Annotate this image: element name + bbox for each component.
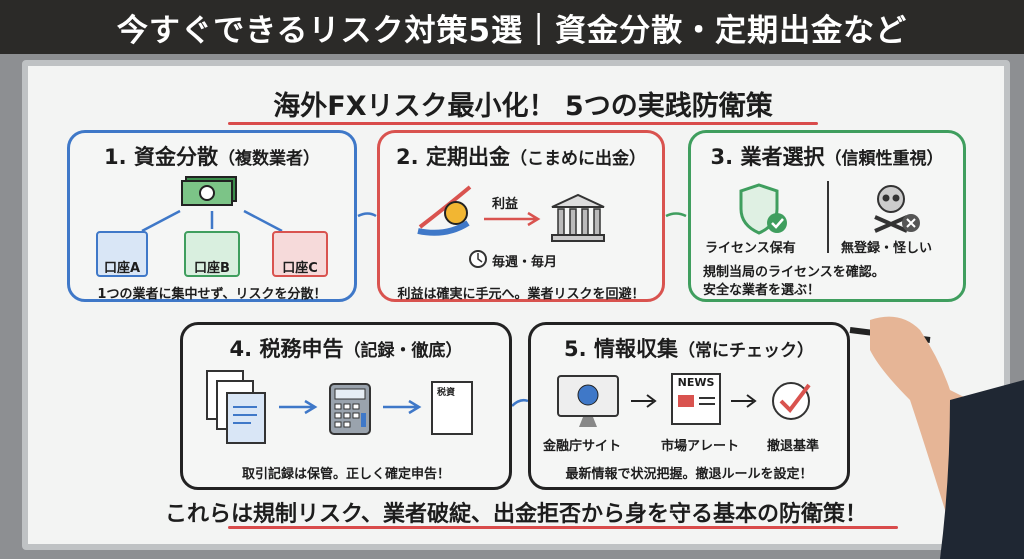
section-tax-filing: 4. 税務申告（記録・徹底） 税資 取引記録は保管。正しく確定申告！ [180,322,512,490]
news-icon: NEWS [671,373,721,425]
licensed-label: ライセンス保有 [705,241,796,256]
banner-title: 今すぐできるリスク対策5選｜資金分散・定期出金など [0,0,1024,54]
profit-label: 利益 [492,197,519,212]
section-caption-2: 安全な業者を選ぶ！ [703,283,821,298]
bank-icon [551,193,605,242]
section-heading: 5. 情報収集 [564,337,678,361]
section-information-gathering: 5. 情報収集（常にチェック） NEWS 金融庁サイト 市場アレート 撤退基準 … [528,322,850,490]
documents-icon [206,370,266,444]
footer-message: これらは規制リスク、業者破綻、出金拒否から身を守る基本の防衛策！ [164,502,868,527]
section-caption: 最新情報で状況把握。撤退ルールを設定！ [565,467,813,482]
section-heading: 3. 業者選択 [710,145,825,169]
distribution-arrows [141,209,283,233]
arrow-icon [631,394,657,408]
divider [827,181,829,253]
account-a-card: 口座A [96,231,148,277]
section-caption: 1つの業者に集中せず、リスクを分散！ [97,287,327,302]
calculator-icon [329,383,371,435]
section-heading: 1. 資金分散 [104,145,218,169]
section-caption: 利益は確実に手元へ。業者リスクを回避！ [397,287,645,302]
arrow-icon [383,399,422,415]
section-caption: 規制当局のライセンスを確認。 [703,265,885,280]
section-heading: 2. 定期出金 [396,145,510,169]
section-heading: 4. 税務申告 [229,337,344,361]
section-caption: 取引記録は保管。正しく確定申告！ [241,467,450,482]
market-alert-label: 市場アレート [661,439,740,454]
tax-form-icon: 税資 [431,381,473,435]
fsa-site-label: 金融庁サイト [543,439,622,454]
cash-icon [181,176,237,206]
arrow-icon [279,399,318,415]
section-broker-selection: 3. 業者選択（信頼性重視） ライセンス保有 無登録・怪しい 規制当局のライセン… [688,130,966,302]
section-regular-withdrawal: 2. 定期出金（こまめに出金） 利益 毎週・毎月 利益は確実に手元へ。業者リスク… [377,130,665,302]
arrow-icon [731,394,757,408]
shield-check-icon [739,183,787,235]
section-fund-diversification: 1. 資金分散（複数業者） 口座A 口座B 口座C 1つの業者に集中せず、リスク… [67,130,357,302]
unregistered-label: 無登録・怪しい [841,241,933,256]
arrow-icon [484,211,541,227]
board-title: 海外FXリスク最小化！ 5つの実践防衛策 [273,91,773,122]
check-circle-icon [772,382,811,420]
presenter-hand [849,316,1024,559]
clock-icon [469,250,487,268]
title-underline [228,122,818,125]
frequency-label: 毎週・毎月 [492,255,558,270]
footer-underline [228,526,898,529]
account-b-card: 口座B [184,231,240,277]
monitor-globe-icon [557,375,619,427]
exit-criteria-label: 撤退基準 [767,439,820,454]
skull-icon [874,185,920,233]
account-c-card: 口座C [272,231,328,277]
connector-arrows [357,212,687,407]
whiteboard: 海外FXリスク最小化！ 5つの実践防衛策 1. 資金分散（複数業者） 口座A 口… [22,60,1010,550]
hand-coin-icon [417,185,472,236]
